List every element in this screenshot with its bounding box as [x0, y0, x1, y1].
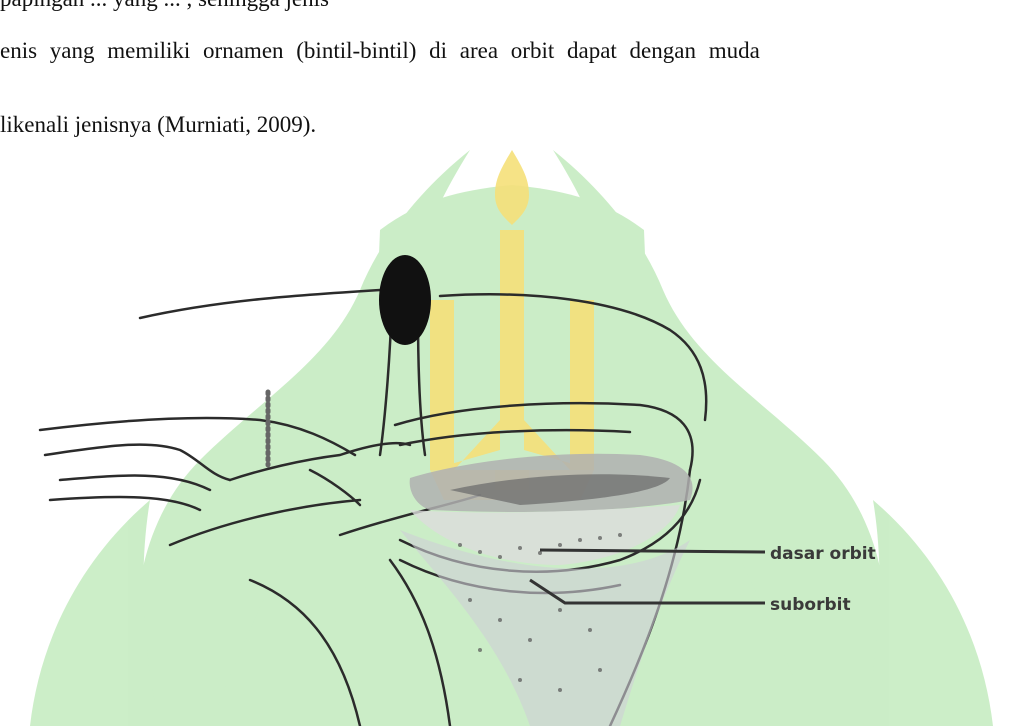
head-top-outline-right [440, 294, 706, 420]
left-branch-3 [60, 476, 210, 490]
head-top-outline [140, 290, 380, 318]
jaw-curve-3 [310, 470, 360, 505]
left-branch-4 [50, 497, 200, 510]
throat-curve-2 [390, 560, 450, 726]
paragraph-line-3: likenali jenisnya (Murniati, 2009). [0, 112, 1023, 138]
throat-curve [250, 580, 360, 726]
paragraph-line-1: papingan ... yang ... , sehingga jenis [0, 0, 1023, 12]
jaw-curve-2 [170, 500, 360, 545]
leader-line-dasar-orbit [540, 550, 765, 552]
label-dasar-orbit: dasar orbit [770, 544, 876, 564]
label-suborbit: suborbit [770, 595, 851, 615]
head-inner-contour-2 [400, 430, 630, 445]
paragraph-line-2: enis yang memiliki ornamen (bintil-binti… [0, 38, 1023, 64]
black-crest [379, 255, 431, 345]
